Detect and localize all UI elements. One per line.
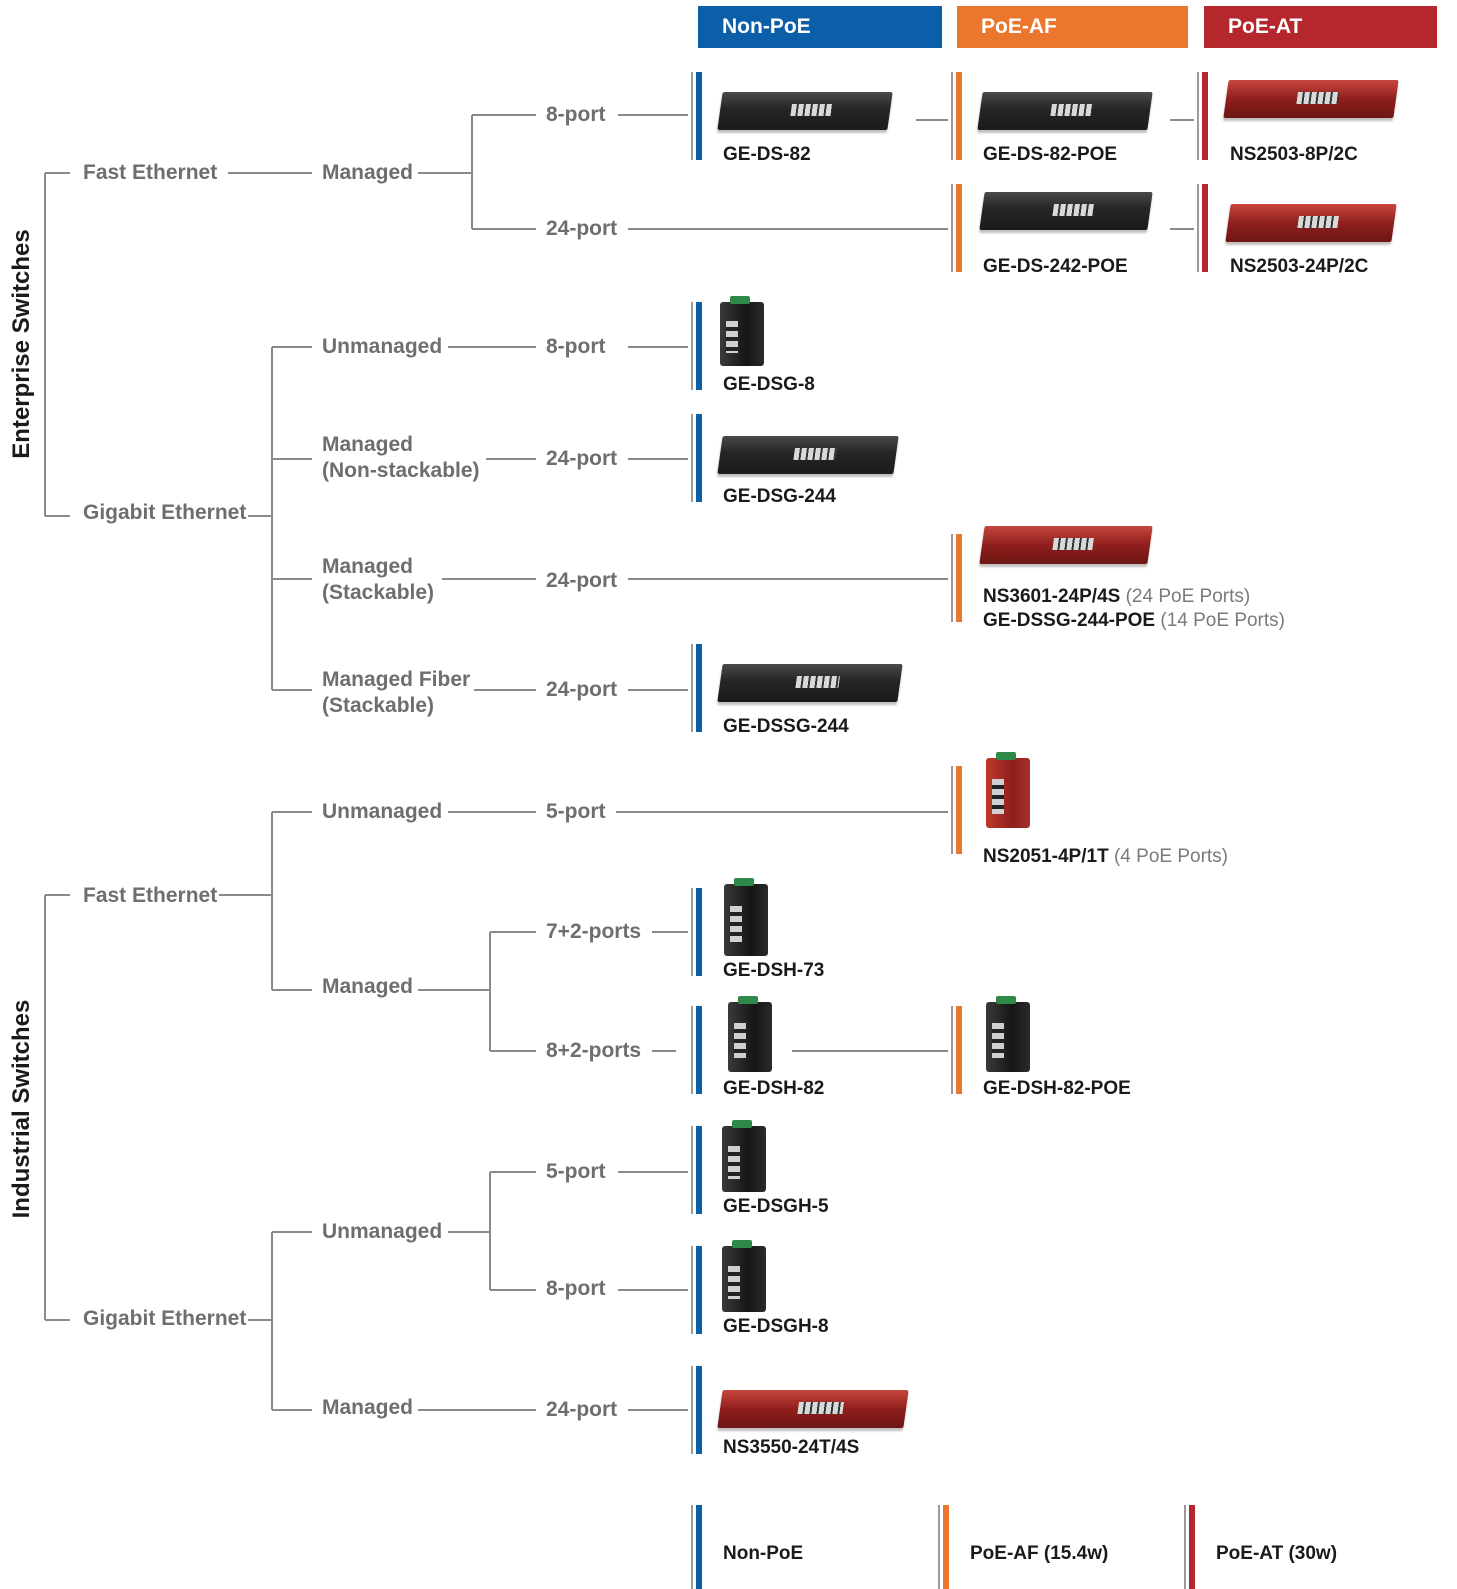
model-ge-dsh-73: GE-DSH-73 [723, 960, 825, 981]
poeaf-bar [951, 72, 962, 160]
poeat-bar [1197, 184, 1208, 272]
node-ind-fast-ethernet: Fast Ethernet [81, 883, 220, 909]
node-ent-gig-managed-fiber: Managed Fiber (Stackable) [320, 667, 473, 719]
node-ind-gig-5port: 5-port [544, 1159, 608, 1185]
model-ge-dssg-244-poe-name: GE-DSSG-244-POE [983, 610, 1156, 631]
poeaf-bar [951, 1006, 962, 1094]
model-ge-dsg-244: GE-DSG-244 [723, 486, 836, 507]
node-ent-gig-managed-fiber-line2: (Stackable) [322, 694, 435, 717]
switch-image [1225, 204, 1397, 242]
legend-poe-at-swatch [1184, 1505, 1195, 1589]
model-ge-dsgh-5: GE-DSGH-5 [723, 1196, 829, 1217]
model-ge-ds-82: GE-DS-82 [723, 144, 811, 165]
node-ind-fast-unmanaged: Unmanaged [320, 799, 445, 825]
switch-image [717, 436, 899, 474]
header-non-poe: Non-PoE [698, 6, 942, 48]
legend-non-poe-swatch [691, 1505, 702, 1589]
node-ent-gig-unmanaged-8port: 8-port [544, 334, 608, 360]
node-ind-fast-8-2ports: 8+2-ports [544, 1038, 644, 1064]
group-industrial-switches: Industrial Switches [8, 999, 35, 1219]
model-ns2503-8p-2c: NS2503-8P/2C [1230, 144, 1358, 165]
nonpoe-bar [691, 1006, 702, 1094]
model-ns2503-24p-2c: NS2503-24P/2C [1230, 256, 1369, 277]
model-ge-dssg-244-poe-note: (14 PoE Ports) [1160, 610, 1285, 631]
node-ind-gig-unmanaged: Unmanaged [320, 1219, 445, 1245]
switch-image [722, 1240, 766, 1312]
node-ent-gigabit-ethernet: Gigabit Ethernet [81, 500, 249, 526]
switch-image [986, 752, 1030, 828]
switch-image [717, 92, 893, 130]
switch-image [979, 526, 1153, 564]
model-ge-ds-82-poe: GE-DS-82-POE [983, 144, 1118, 165]
header-poe-at: PoE-AT [1204, 6, 1437, 48]
model-ge-ds-242-poe: GE-DS-242-POE [983, 256, 1128, 277]
model-ge-dssg-244-poe: GE-DSSG-244-POE (14 PoE Ports) [983, 609, 1285, 633]
node-ind-gigabit-ethernet: Gigabit Ethernet [81, 1306, 249, 1332]
node-ent-fast-24port: 24-port [544, 216, 620, 242]
nonpoe-bar [691, 414, 702, 502]
node-ent-gig-managed-stackable-line2: (Stackable) [322, 581, 435, 604]
poeaf-bar [951, 534, 962, 622]
poeaf-bar [951, 184, 962, 272]
legend-poe-at: PoE-AT (30w) [1216, 1543, 1338, 1564]
switch-image [986, 996, 1030, 1072]
header-poe-af: PoE-AF [957, 6, 1188, 48]
node-ind-gig-managed: Managed [320, 1395, 416, 1421]
legend-poe-af-swatch [938, 1505, 949, 1589]
nonpoe-bar [691, 1366, 702, 1454]
model-ns2051-name: NS2051-4P/1T [983, 846, 1109, 867]
nonpoe-bar [691, 72, 702, 160]
group-enterprise-switches: Enterprise Switches [8, 229, 35, 459]
node-ind-gig-24port: 24-port [544, 1397, 620, 1423]
legend-non-poe: Non-PoE [723, 1543, 804, 1564]
switch-image [977, 92, 1153, 130]
switch-image [979, 192, 1153, 230]
nonpoe-bar [691, 644, 702, 732]
model-ns2051-note: (4 PoE Ports) [1113, 846, 1229, 867]
nonpoe-bar [691, 302, 702, 390]
poeat-bar [1197, 72, 1208, 160]
node-ind-fast-5port: 5-port [544, 799, 608, 825]
switch-image [1223, 80, 1399, 118]
model-ge-dsh-82-poe: GE-DSH-82-POE [983, 1078, 1131, 1099]
node-ent-fast-managed: Managed [320, 160, 416, 186]
model-ge-dssg-244: GE-DSSG-244 [723, 716, 849, 737]
node-ent-gig-managed-nonstackable: Managed (Non-stackable) [320, 432, 482, 484]
model-ge-dsh-82: GE-DSH-82 [723, 1078, 825, 1099]
legend-poe-af: PoE-AF (15.4w) [970, 1543, 1109, 1564]
switch-image [722, 1120, 766, 1192]
node-ent-gig-managed-stackable: Managed (Stackable) [320, 554, 437, 606]
switch-image [724, 878, 768, 956]
switch-image [720, 296, 764, 366]
model-ns3601-name: NS3601-24P/4S [983, 586, 1121, 607]
model-ge-dsg-8: GE-DSG-8 [723, 374, 815, 395]
switch-image [728, 996, 772, 1072]
node-ent-gig-managed-nonstackable-24port: 24-port [544, 446, 620, 472]
node-ent-gig-unmanaged: Unmanaged [320, 334, 445, 360]
model-ns3601-24p-4s: NS3601-24P/4S (24 PoE Ports) [983, 585, 1250, 609]
node-ent-gig-managed-stackable-line1: Managed [322, 555, 414, 578]
model-ns3601-note: (24 PoE Ports) [1125, 586, 1251, 607]
node-ind-fast-7-2ports: 7+2-ports [544, 919, 644, 945]
nonpoe-bar [691, 1126, 702, 1214]
node-ent-fast-8port: 8-port [544, 102, 608, 128]
nonpoe-bar [691, 888, 702, 976]
model-ge-dsgh-8: GE-DSGH-8 [723, 1316, 829, 1337]
poeaf-bar [951, 766, 962, 854]
node-ent-gig-managed-nonstackable-line2: (Non-stackable) [322, 459, 480, 482]
model-ns3550-24t-4s: NS3550-24T/4S [723, 1437, 860, 1458]
node-ent-fast-ethernet: Fast Ethernet [81, 160, 220, 186]
nonpoe-bar [691, 1246, 702, 1334]
node-ent-gig-managed-nonstackable-line1: Managed [322, 433, 414, 456]
node-ent-gig-managed-fiber-24port: 24-port [544, 677, 620, 703]
node-ind-gig-8port: 8-port [544, 1276, 608, 1302]
model-ns2051-4p-1t: NS2051-4P/1T (4 PoE Ports) [983, 845, 1228, 869]
node-ind-fast-managed: Managed [320, 974, 416, 1000]
node-ent-gig-managed-stackable-24port: 24-port [544, 568, 620, 594]
switch-image [717, 1390, 909, 1428]
switch-image [717, 664, 903, 702]
node-ent-gig-managed-fiber-line1: Managed Fiber [322, 668, 471, 691]
